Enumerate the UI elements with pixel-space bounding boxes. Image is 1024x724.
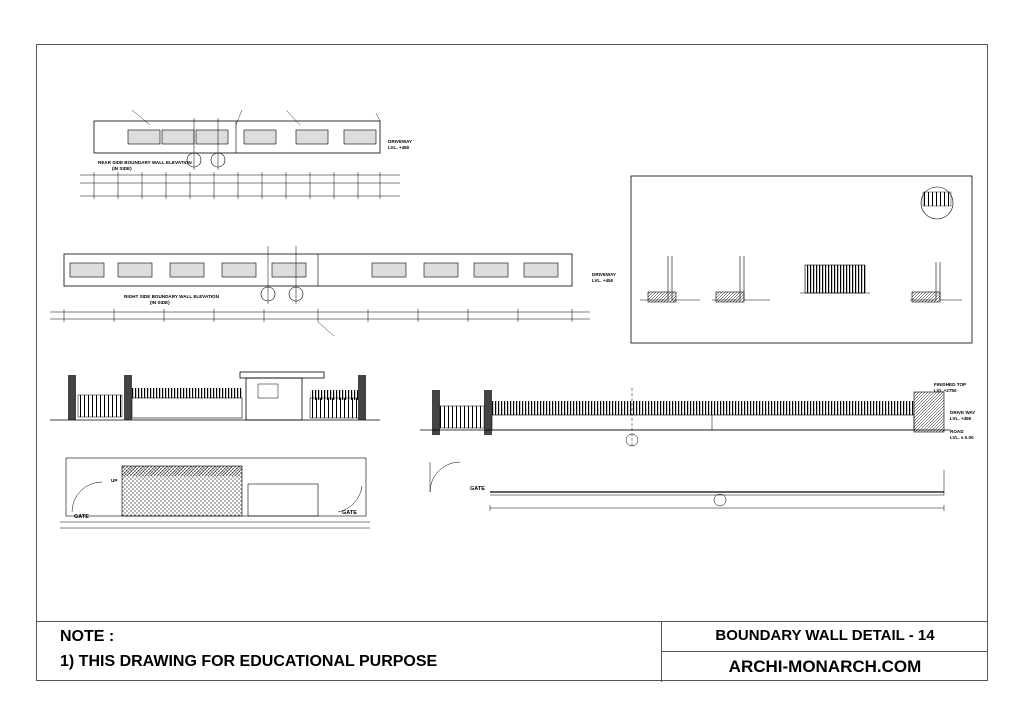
front-gate-elevation	[50, 371, 380, 421]
right-plan-gate-label: GATE	[342, 510, 357, 516]
note-cell: NOTE : 1) THIS DRAWING FOR EDUCATIONAL P…	[36, 622, 662, 682]
rear-driveway-label: DRIVEWAY	[388, 139, 412, 144]
title-block: NOTE : 1) THIS DRAWING FOR EDUCATIONAL P…	[36, 621, 988, 682]
front-gate-plan: GATE GATE UP	[60, 457, 370, 529]
rear-wall-title: REAR SIDE BOUNDARY WALL ELEVATION	[98, 160, 192, 165]
right-wall-title: RIGHT SIDE BOUNDARY WALL ELEVATION	[124, 294, 220, 299]
note-line: 1) THIS DRAWING FOR EDUCATIONAL PURPOSE	[60, 653, 438, 670]
driveway-level: LVL. +450	[950, 416, 972, 421]
site-name: ARCHI-MONARCH.COM	[728, 657, 922, 676]
finished-top-label: FINISHED TOP	[934, 382, 966, 387]
sheet-title: BOUNDARY WALL DETAIL - 14	[715, 627, 935, 644]
rear-wall-elevation: REAR SIDE BOUNDARY WALL ELEVATION (IN SI…	[80, 109, 412, 199]
road-level: LVL. ± 0.00	[950, 435, 974, 440]
plan-up-label: UP	[111, 478, 117, 483]
drawing-sheet	[36, 44, 988, 681]
front-wall-plan: GATE	[429, 461, 945, 511]
rear-driveway-level: LVL. +450	[388, 145, 410, 150]
rear-wall-subtitle: (IN SIDE)	[112, 166, 132, 171]
right-driveway-label: DRIVEWAY	[592, 272, 616, 277]
right-wall-subtitle: (IN SIDE)	[150, 300, 170, 305]
finished-top-level: LVL.+2750	[934, 388, 957, 393]
driveway-label: DRIVE WAY	[950, 410, 975, 415]
front-wall-elevation: FINISHED TOP LVL.+2750 DRIVE WAY LVL. +4…	[420, 382, 975, 448]
right-wall-elevation: RIGHT SIDE BOUNDARY WALL ELEVATION (IN S…	[50, 246, 616, 337]
section-details-panel	[630, 175, 973, 344]
right-driveway-level: LVL. +450	[592, 278, 614, 283]
sheet-title-cell: BOUNDARY WALL DETAIL - 14	[662, 622, 988, 652]
front-plan-gate-label: GATE	[470, 486, 485, 492]
left-plan-gate-label: GATE	[74, 514, 89, 520]
note-heading: NOTE :	[60, 628, 115, 645]
road-label: ROAD	[950, 429, 964, 434]
site-cell: ARCHI-MONARCH.COM	[662, 652, 988, 682]
